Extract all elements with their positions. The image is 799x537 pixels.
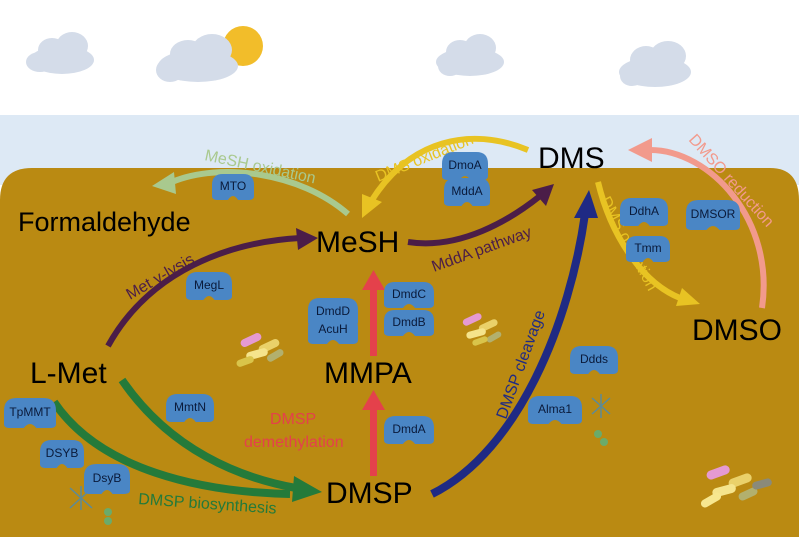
enzyme-badge-tmm: Tmm bbox=[626, 236, 670, 262]
cloud-icon bbox=[619, 41, 691, 87]
enzyme-badge-megl: MegL bbox=[186, 272, 232, 300]
enzyme-badge-dmdc: DmdC bbox=[384, 282, 434, 308]
enzyme-label-mto: MTO bbox=[220, 179, 246, 193]
compound-mesh: MeSH bbox=[316, 226, 399, 259]
label-dmsp-demethylation-1: DMSP bbox=[270, 411, 316, 428]
enzyme-label-alma1: Alma1 bbox=[538, 402, 572, 416]
dmso-reduction-arrow bbox=[649, 147, 767, 309]
enzyme-label-mmtn: MmtN bbox=[174, 400, 206, 414]
dmsp-cleavage-arrowhead bbox=[574, 190, 598, 218]
dms-oxidation-left-arrow bbox=[369, 135, 530, 202]
cloud-icon bbox=[156, 34, 238, 82]
enzyme-badge-acuh: AcuH bbox=[308, 316, 358, 344]
enzyme-badge-mdda: MddA bbox=[444, 178, 490, 206]
lmet-dmsp-arrowhead bbox=[292, 476, 322, 502]
compound-mmpa: MMPA bbox=[324, 357, 412, 390]
label-dmsp-demethylation-2: demethylation bbox=[244, 434, 344, 451]
mesh-oxidation-arrow bbox=[170, 169, 350, 217]
sun-icon bbox=[223, 26, 263, 66]
enzyme-label-megl: MegL bbox=[194, 278, 224, 292]
demethylation-arrow-upper bbox=[370, 290, 377, 356]
demethylation-arrowhead-lower bbox=[362, 390, 385, 410]
enzyme-badge-tpmmt: TpMMT bbox=[4, 398, 56, 428]
enzyme-badge-dsyb-lower: DsyB bbox=[84, 464, 130, 494]
compound-dms: DMS bbox=[538, 142, 605, 175]
enzyme-label-dmdd: DmdD bbox=[316, 304, 350, 318]
enzyme-label-acuh: AcuH bbox=[318, 322, 347, 336]
cloud-icon bbox=[436, 34, 504, 76]
bacteria-icon bbox=[462, 313, 502, 346]
bacteria-icon bbox=[700, 465, 772, 508]
enzyme-label-dsyb-upper: DSYB bbox=[46, 446, 79, 460]
enzyme-badge-mmtn: MmtN bbox=[166, 394, 214, 422]
met-lysis-arrow bbox=[105, 235, 301, 348]
enzyme-label-dmda: DmdA bbox=[392, 422, 425, 436]
mdda-pathway-arrowhead bbox=[532, 184, 554, 206]
compound-formaldehyde: Formaldehyde bbox=[18, 207, 191, 237]
bacteria-icon bbox=[236, 333, 284, 367]
mdda-pathway-arrow bbox=[407, 193, 542, 247]
enzyme-label-ddds: Ddds bbox=[580, 352, 608, 366]
enzyme-label-dsyb-lower: DsyB bbox=[93, 471, 122, 485]
demethylation-arrow-lower bbox=[370, 410, 377, 476]
compound-lmet: L-Met bbox=[30, 357, 107, 390]
dmso-reduction-arrowhead bbox=[628, 138, 652, 162]
enzyme-badge-alma1: Alma1 bbox=[528, 396, 582, 424]
compound-dmsp: DMSP bbox=[326, 477, 413, 510]
dmsp-cleavage-arrow bbox=[430, 213, 589, 498]
enzyme-badge-dmdb: DmdB bbox=[384, 310, 434, 336]
enzyme-label-dmdc: DmdC bbox=[392, 287, 426, 301]
enzyme-label-dmsor: DMSOR bbox=[691, 207, 736, 221]
enzyme-badge-dmoa: DmoA bbox=[442, 152, 488, 180]
biosynthesis-arrow bbox=[50, 399, 291, 498]
mesh-oxidation-arrowhead bbox=[152, 172, 176, 194]
enzyme-label-dmdb: DmdB bbox=[392, 315, 425, 329]
enzyme-badge-ddds: Ddds bbox=[570, 346, 618, 374]
phytoplankton-icon bbox=[591, 394, 611, 446]
demethylation-arrowhead-upper bbox=[362, 270, 385, 290]
enzyme-badge-dmsor: DMSOR bbox=[686, 200, 740, 230]
enzyme-label-mdda: MddA bbox=[451, 184, 482, 198]
lmet-dmsp-arrow bbox=[118, 377, 297, 492]
enzyme-label-tmm: Tmm bbox=[634, 241, 661, 255]
enzyme-badge-ddha: DdhA bbox=[620, 198, 668, 226]
compound-dmso: DMSO bbox=[692, 314, 782, 347]
dms-oxidation-right-arrowhead bbox=[676, 288, 700, 306]
enzyme-label-dmoa: DmoA bbox=[448, 158, 481, 172]
enzyme-label-ddha: DdhA bbox=[629, 204, 659, 218]
met-lysis-arrowhead bbox=[296, 228, 318, 250]
enzyme-badge-dmda: DmdA bbox=[384, 416, 434, 444]
cloud-icon bbox=[26, 32, 94, 74]
enzyme-label-tpmmt: TpMMT bbox=[9, 405, 51, 419]
dms-oxidation-left-arrowhead bbox=[362, 194, 382, 218]
enzyme-badge-dsyb-upper: DSYB bbox=[40, 440, 84, 468]
enzyme-badge-mto: MTO bbox=[212, 174, 254, 200]
